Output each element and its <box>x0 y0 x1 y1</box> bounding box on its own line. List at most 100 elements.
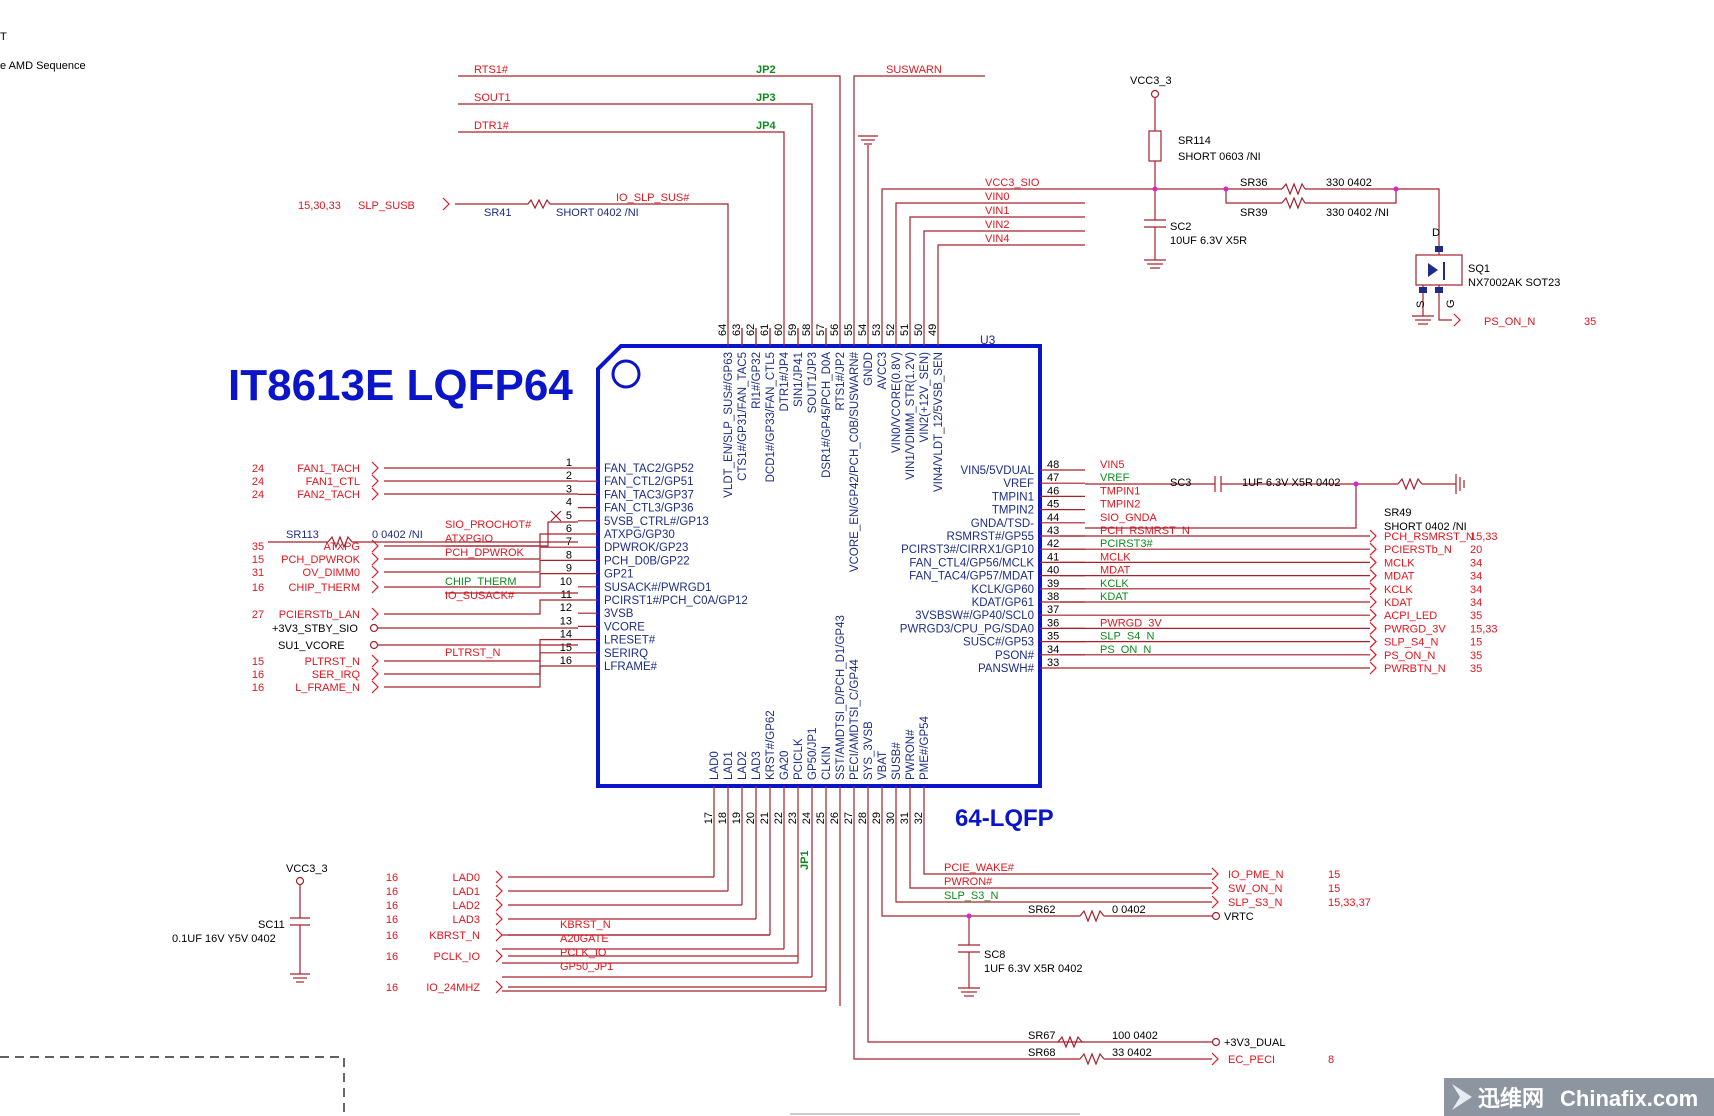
pin-name-top: CTS1#/GP31/FAN_TAC5 <box>737 352 749 481</box>
net-ref-right: 35 <box>1470 610 1482 622</box>
net-pwron: PWRON# <box>944 876 993 888</box>
net-label-left: FAN2_TACH <box>297 489 360 501</box>
pin-num-right: 48 <box>1047 459 1059 471</box>
net-io-slp-sus: IO_SLP_SUS# <box>616 192 690 204</box>
pin-num-top: 63 <box>731 324 743 336</box>
pin-num-bottom: 19 <box>731 812 743 824</box>
pin-num-top: 54 <box>857 324 869 336</box>
pin-name-bottom: GA20 <box>779 751 791 780</box>
net-arrow-icon <box>1369 569 1377 583</box>
net-out-right: PCIERSTb_N <box>1384 544 1452 556</box>
junction-sr39 <box>1393 186 1399 192</box>
net-ref-right: 34 <box>1470 584 1482 596</box>
pin-name-left: 3VSB <box>604 608 634 620</box>
net-inner-right: PWRGD_3V <box>1100 617 1162 629</box>
pin-num-top: 52 <box>885 324 897 336</box>
pin-num-right: 44 <box>1047 512 1059 524</box>
net-atxpgio: ATXPGIO <box>445 533 494 545</box>
sc8-value: 1UF 6.3V X5R 0402 <box>984 963 1082 975</box>
pin-num-bottom: 26 <box>829 812 841 824</box>
net-label-left: ATXPG <box>324 541 360 553</box>
net-sw-on: SW_ON_N <box>1228 883 1282 895</box>
pin-name-top: GNDD <box>863 352 875 386</box>
net-label-bottom-left: PCLK_IO <box>434 951 481 963</box>
pin-name-left: FAN_CTL2/GP51 <box>604 476 693 488</box>
net-inner-right: PCIRST3# <box>1100 538 1153 550</box>
net-label-bottom-left: LAD2 <box>452 900 480 912</box>
sq1-pin-g: G <box>1445 299 1457 308</box>
net-wire <box>384 572 578 588</box>
pin-name-bottom: PME#/GP54 <box>919 715 931 780</box>
junction-sr36 <box>1223 186 1229 192</box>
net-out-right: MDAT <box>1384 571 1415 583</box>
sc8-ref: SC8 <box>984 949 1005 961</box>
net-vin4: VIN4 <box>985 233 1009 245</box>
junction-sc3 <box>1353 481 1359 487</box>
pin-name-right: KCLK/GP60 <box>971 584 1034 596</box>
net-arrow-icon <box>495 870 503 884</box>
dashed-border <box>0 1056 345 1116</box>
pin-num-top: 49 <box>927 324 939 336</box>
net-arrow-icon <box>1369 608 1377 622</box>
pin-num-left: 3 <box>566 483 572 495</box>
net-arrow-icon <box>1369 542 1377 556</box>
net-label-left: SER_IRQ <box>312 669 361 681</box>
pin-num-left: 11 <box>561 589 572 601</box>
pin-num-top: 60 <box>773 324 785 336</box>
pin-num-right: 45 <box>1047 499 1059 511</box>
pin-name-top: VIN1/VDIMM_STR(1.2V) <box>905 352 917 480</box>
net-out-right: MCLK <box>1384 557 1415 569</box>
pin-name-right: 3VSBSW#/GP40/SCL0 <box>915 610 1034 622</box>
net-ref-left: 16 <box>252 582 264 594</box>
pin-num-left: 15 <box>560 642 572 654</box>
vcc3-3-top: VCC3_3 <box>1130 75 1172 87</box>
sr41-resistor-icon <box>527 198 551 210</box>
pin-name-right: PSON# <box>995 650 1035 662</box>
watermark-logo-icon <box>1452 1084 1472 1110</box>
net-sio-prochot: SIO_PROCHOT# <box>445 519 532 531</box>
pin-num-top: 57 <box>815 324 827 336</box>
pin-name-right: VIN5/5VDUAL <box>960 465 1034 477</box>
net-inner-right: MDAT <box>1100 565 1131 577</box>
net-ref-bottom-left: 16 <box>386 951 398 963</box>
jp3-label: JP3 <box>756 92 776 104</box>
pin-name-bottom: GP50/JP1 <box>807 728 819 780</box>
net-chip-therm-inner: CHIP_THERM <box>445 576 517 588</box>
net-wire <box>384 599 578 615</box>
net-pch-dpwrok-inner: PCH_DPWROK <box>445 547 525 559</box>
pin-name-left: ATXPG/GP30 <box>604 529 675 541</box>
net-arrow-icon <box>371 580 379 594</box>
pin-name-top: AVCC3 <box>877 352 889 390</box>
pins-top: 64VLDT_EN/SLP_SUS#/GP6363CTS1#/GP31/FAN_… <box>717 324 945 572</box>
net-arrow-icon <box>1369 635 1377 649</box>
pin-name-top: VIN2(+12V_SEN) <box>919 352 931 443</box>
net-pltrst-inner: PLTRST_N <box>445 647 500 659</box>
watermark: 迅维网 Chinafix.com <box>1444 1078 1714 1116</box>
sr67-ref: SR67 <box>1028 1030 1056 1042</box>
pin-num-right: 35 <box>1047 631 1059 643</box>
net-gp50-jp1: GP50_JP1 <box>560 961 613 973</box>
net-slp-s3-inner: SLP_S3_N <box>944 890 998 902</box>
pin-name-right: PWRGD3/CPU_PG/SDA0 <box>900 623 1034 635</box>
junction-vcc <box>1152 186 1158 192</box>
sr113-value: 0 0402 /NI <box>372 529 423 541</box>
pin-name-right: TMPIN2 <box>992 505 1034 517</box>
sr49-value: SHORT 0402 /NI <box>1384 521 1467 533</box>
sc3-ref: SC3 <box>1170 477 1191 489</box>
sc11-value: 0.1UF 16V Y5V 0402 <box>172 933 276 945</box>
pin-name-bottom: KRST#/GP62 <box>765 710 777 780</box>
net-arrow-icon <box>495 928 503 942</box>
net-3v3-stby: +3V3_STBY_SIO <box>272 623 358 635</box>
pin-num-left: 14 <box>560 629 572 641</box>
pin-num-right: 43 <box>1047 525 1059 537</box>
pin-num-bottom: 29 <box>871 812 883 824</box>
net-label-bottom-left: LAD1 <box>452 886 480 898</box>
sr113-ref: SR113 <box>286 529 319 541</box>
pin-name-right: SUSC#/GP53 <box>963 637 1034 649</box>
pin-num-bottom: 32 <box>913 812 925 824</box>
pin-name-top: DCD1#/GP33/FAN_CTL5 <box>765 352 777 482</box>
pin-num-bottom: 27 <box>843 812 855 824</box>
net-arrow-icon <box>371 565 379 579</box>
header-line-1: T <box>0 31 7 43</box>
pin-num-bottom: 22 <box>773 812 785 824</box>
